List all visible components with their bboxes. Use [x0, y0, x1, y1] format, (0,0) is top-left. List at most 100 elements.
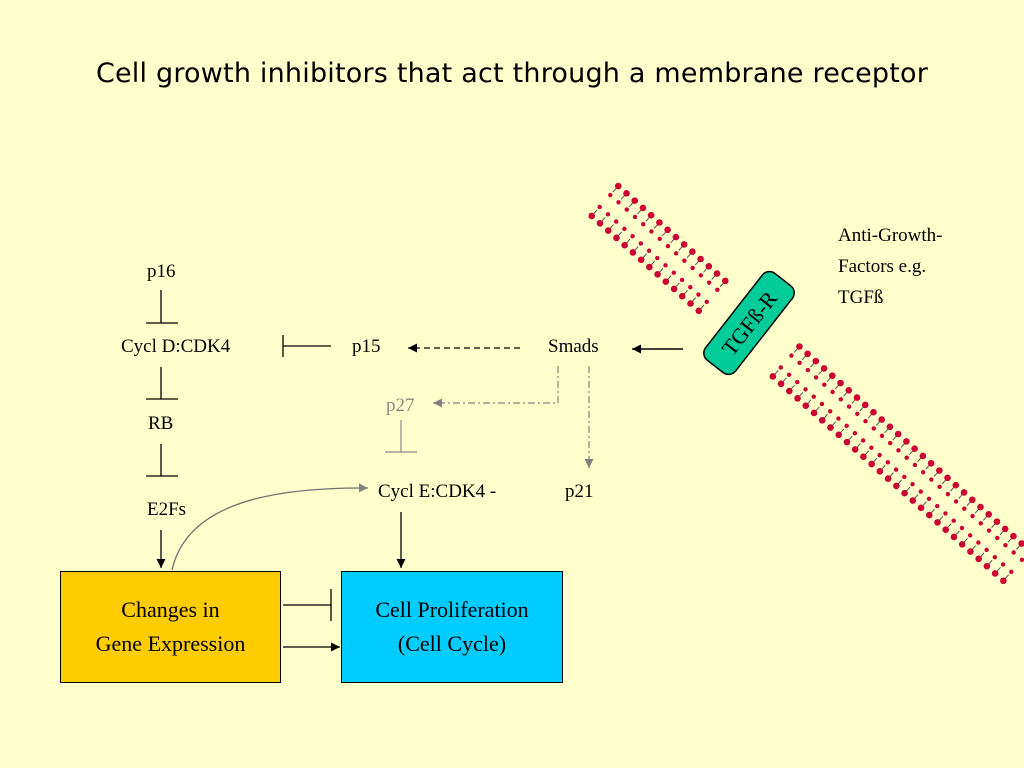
- gene-expression-inhibits-proliferation: [283, 589, 332, 621]
- lipid-head: [813, 375, 819, 380]
- cell-proliferation-line1: Cell Proliferation: [375, 597, 529, 622]
- node-cycl-d-cdk4: Cycl D:CDK4: [121, 336, 231, 357]
- lipid-head: [885, 460, 891, 465]
- lipid-head: [876, 468, 884, 475]
- lipid-head: [976, 540, 981, 545]
- lipid-head: [662, 278, 670, 285]
- lipid-head: [624, 207, 629, 212]
- lipid-head: [604, 227, 612, 234]
- lipid-head: [896, 448, 901, 453]
- lipid-head: [910, 482, 915, 487]
- lipid-head: [665, 243, 671, 249]
- lipid-head: [962, 506, 967, 511]
- node-e2fs: E2Fs: [147, 499, 187, 520]
- lipid-head: [654, 271, 661, 278]
- lipid-head: [968, 496, 976, 504]
- lipid-head: [721, 277, 729, 285]
- lipid-head: [647, 211, 655, 219]
- lipid-head: [975, 555, 982, 563]
- node-rb: RB: [148, 413, 174, 434]
- lipid-head: [803, 387, 808, 392]
- lipid-head: [903, 438, 910, 445]
- lipid-head: [1010, 532, 1017, 540]
- lipid-head: [605, 212, 611, 217]
- lipid-head: [649, 229, 654, 234]
- lipid-head: [978, 521, 983, 526]
- lipid-head: [822, 382, 827, 387]
- node-smads: Smads: [548, 336, 599, 357]
- lipid-head: [871, 426, 876, 431]
- lipid-head: [698, 273, 704, 278]
- lipid-head: [804, 350, 811, 358]
- lipid-head: [960, 489, 968, 496]
- lipid-head: [819, 401, 825, 407]
- lipid-head: [884, 475, 892, 482]
- lipid-head: [860, 438, 866, 443]
- lipid-head: [637, 256, 645, 264]
- lipid-head: [944, 474, 951, 482]
- lipid-head: [608, 192, 613, 198]
- tgfb-receptor: TGFß-R: [703, 270, 795, 376]
- lipid-head: [942, 526, 950, 533]
- lipid-head: [828, 409, 833, 414]
- lipid-head: [952, 481, 960, 489]
- lipid-head: [818, 416, 826, 424]
- lipid-head: [802, 402, 810, 409]
- lipid-head: [1000, 577, 1007, 585]
- gene-expression-to-cycle-arrow: [171, 483, 369, 571]
- lipid-head: [951, 518, 956, 523]
- lipid-head: [777, 380, 785, 388]
- gene-expression-box: Changes in Gene Expression: [60, 571, 281, 683]
- lipid-head: [657, 236, 662, 241]
- gene-expression-line1: Changes in: [121, 597, 220, 622]
- lipid-head: [820, 365, 828, 372]
- lipid-head: [656, 219, 663, 226]
- lipid-head: [893, 482, 900, 490]
- lipid-head: [879, 433, 885, 438]
- lipid-head: [1011, 550, 1016, 555]
- lipid-head: [614, 182, 622, 190]
- lipid-head: [797, 360, 802, 366]
- lipid-head: [688, 285, 693, 290]
- lipid-head: [622, 226, 627, 232]
- node-p21: p21: [565, 481, 594, 502]
- lipid-head: [935, 503, 940, 509]
- lipid-head: [623, 190, 630, 197]
- cell-membrane: [588, 182, 1024, 585]
- lipid-head: [680, 241, 688, 248]
- p15-inhibits-cycld: [282, 335, 331, 357]
- p16-inhibits-cycld: [146, 290, 178, 324]
- lipid-head: [888, 440, 893, 446]
- lipid-head: [629, 249, 637, 256]
- lipid-head: [901, 489, 908, 497]
- lipid-head: [945, 491, 951, 497]
- lipid-head: [991, 570, 999, 577]
- lipid-head: [853, 394, 861, 401]
- lipid-head: [705, 262, 713, 270]
- lipid-head: [983, 562, 991, 570]
- lipid-head: [920, 470, 926, 475]
- lipid-head: [696, 292, 701, 297]
- lipid-head: [673, 251, 679, 256]
- lipid-head: [670, 285, 678, 293]
- p27-inhibits-cycle: [385, 420, 417, 453]
- lipid-head: [713, 270, 721, 277]
- lipid-head: [706, 280, 712, 285]
- lipid-head: [810, 409, 818, 417]
- note-line2: Factors e.g.: [838, 256, 927, 277]
- lipid-head: [929, 477, 934, 482]
- lipid-head: [904, 455, 909, 460]
- lipid-head: [1009, 569, 1014, 574]
- lipid-head: [672, 233, 680, 241]
- lipid-head: [860, 453, 867, 461]
- lipid-head: [861, 401, 869, 409]
- lipid-head: [950, 533, 958, 541]
- lipid-head: [631, 197, 639, 204]
- lipid-head: [967, 533, 973, 538]
- lipid-head: [630, 233, 635, 239]
- lipid-head: [851, 446, 859, 453]
- lipid-head: [995, 535, 1000, 541]
- lipid-head: [829, 372, 836, 380]
- cell-proliferation-box: Cell Proliferation (Cell Cycle): [341, 571, 563, 683]
